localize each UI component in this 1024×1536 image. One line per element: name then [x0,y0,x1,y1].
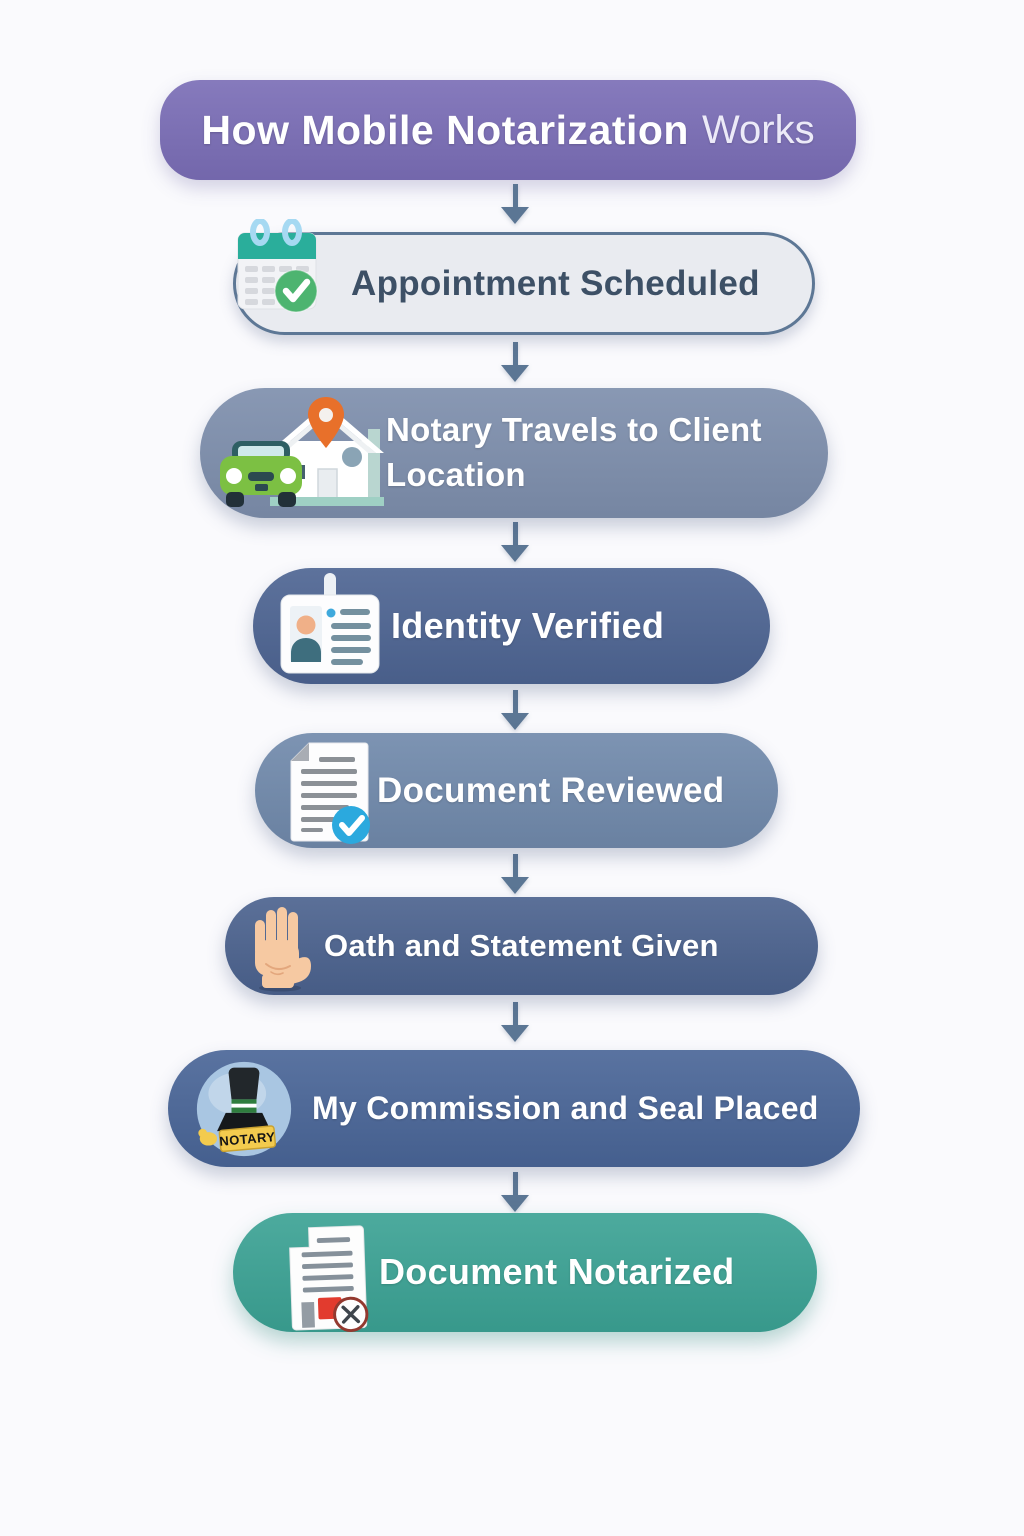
raised-hand-icon [251,902,313,992]
id-card-icon [279,573,381,677]
down-arrow-icon [499,690,531,730]
document-check-icon [283,741,375,847]
step-document-reviewed: Document Reviewed [255,733,778,848]
step-label: Document Notarized [379,1251,735,1293]
step-identity-verified: Identity Verified [253,568,770,684]
step-oath-statement: Oath and Statement Given [225,897,818,995]
page-title: How Mobile Notarization Works [160,80,856,180]
down-arrow-icon [499,1172,531,1212]
down-arrow-icon [499,184,531,224]
notary-stamp-icon: NOTARY [194,1059,294,1159]
stamp-label-text: NOTARY [219,1129,276,1149]
step-appointment-scheduled: Appointment Scheduled [233,218,815,335]
page-title-suffix: Works [701,107,815,152]
step-document-notarized: Document Notarized [233,1213,817,1333]
down-arrow-icon [499,522,531,562]
step-notary-travels: Notary Travels to Client Location [200,388,828,518]
down-arrow-icon [499,1002,531,1042]
notarized-document-icon [279,1225,373,1333]
step-label: Document Reviewed [377,770,725,810]
car-house-icon [218,393,390,509]
down-arrow-icon [499,854,531,894]
down-arrow-icon [499,342,531,382]
step-label: Appointment Scheduled [351,263,760,303]
step-label: Notary Travels to Client Location [386,411,762,493]
step-label: My Commission and Seal Placed [312,1089,819,1126]
page-title-main: How Mobile Notarization [201,106,689,153]
calendar-check-icon [236,218,328,319]
step-commission-seal: NOTARY My Commission and Seal Placed [168,1050,860,1167]
step-label: Oath and Statement Given [324,928,719,964]
step-label: Identity Verified [391,604,665,646]
